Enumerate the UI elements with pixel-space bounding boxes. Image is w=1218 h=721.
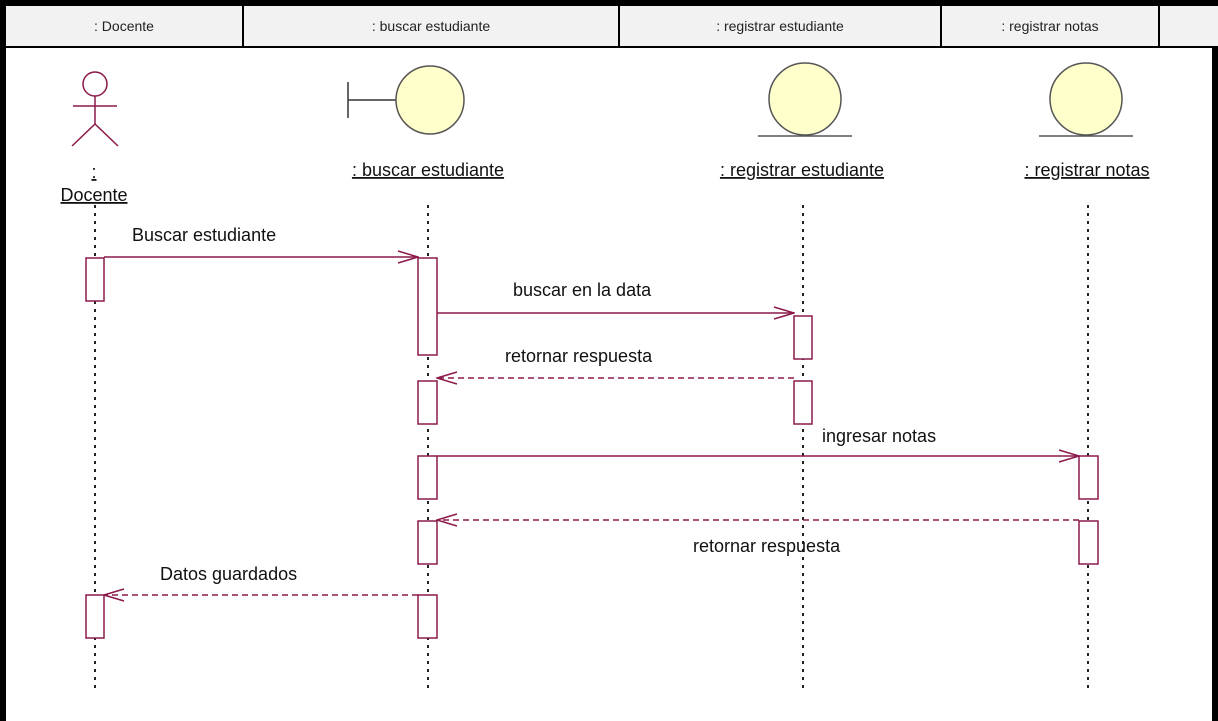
- lifeline-name-buscar-estudiante: : buscar estudiante: [352, 160, 504, 180]
- activation-docente-2: [85, 594, 105, 639]
- actor-name-prefix: :: [91, 162, 96, 182]
- message-label-buscar-en-la-data: buscar en la data: [513, 280, 652, 300]
- activation-docente-1: [85, 257, 105, 302]
- boundary-buscar-estudiante-icon[interactable]: [347, 65, 465, 135]
- activation-registrar-estudiante-2: [793, 380, 813, 425]
- header-cell-docente[interactable]: : Docente: [6, 6, 244, 46]
- activation-buscar-2: [417, 380, 438, 425]
- activation-registrar-notas-2: [1078, 520, 1099, 565]
- message-label-buscar-estudiante: Buscar estudiante: [132, 225, 276, 245]
- message-label-retornar-respuesta-1: retornar respuesta: [505, 346, 653, 366]
- activation-registrar-notas-1: [1078, 455, 1099, 500]
- message-label-datos-guardados: Datos guardados: [160, 564, 297, 584]
- message-label-ingresar-notas: ingresar notas: [822, 426, 936, 446]
- activation-buscar-5: [417, 594, 438, 639]
- entity-registrar-estudiante-icon[interactable]: [758, 62, 852, 137]
- lifeline-name-registrar-estudiante: : registrar estudiante: [720, 160, 884, 180]
- lifeline-header-bar: : Docente : buscar estudiante : registra…: [6, 6, 1218, 48]
- activation-buscar-3: [417, 455, 438, 500]
- activation-buscar-4: [417, 520, 438, 565]
- header-cell-registrar-estudiante[interactable]: : registrar estudiante: [620, 6, 942, 46]
- activation-registrar-estudiante-1: [793, 315, 813, 360]
- actor-docente-icon[interactable]: [71, 71, 119, 147]
- entity-registrar-notas-icon[interactable]: [1039, 62, 1133, 137]
- lifeline-name-registrar-notas: : registrar notas: [1024, 160, 1149, 180]
- actor-name-docente: Docente: [60, 185, 127, 205]
- activation-buscar-1: [417, 257, 438, 356]
- header-cell-buscar-estudiante[interactable]: : buscar estudiante: [244, 6, 620, 46]
- header-cell-registrar-notas[interactable]: : registrar notas: [942, 6, 1160, 46]
- message-label-retornar-respuesta-2: retornar respuesta: [693, 536, 841, 556]
